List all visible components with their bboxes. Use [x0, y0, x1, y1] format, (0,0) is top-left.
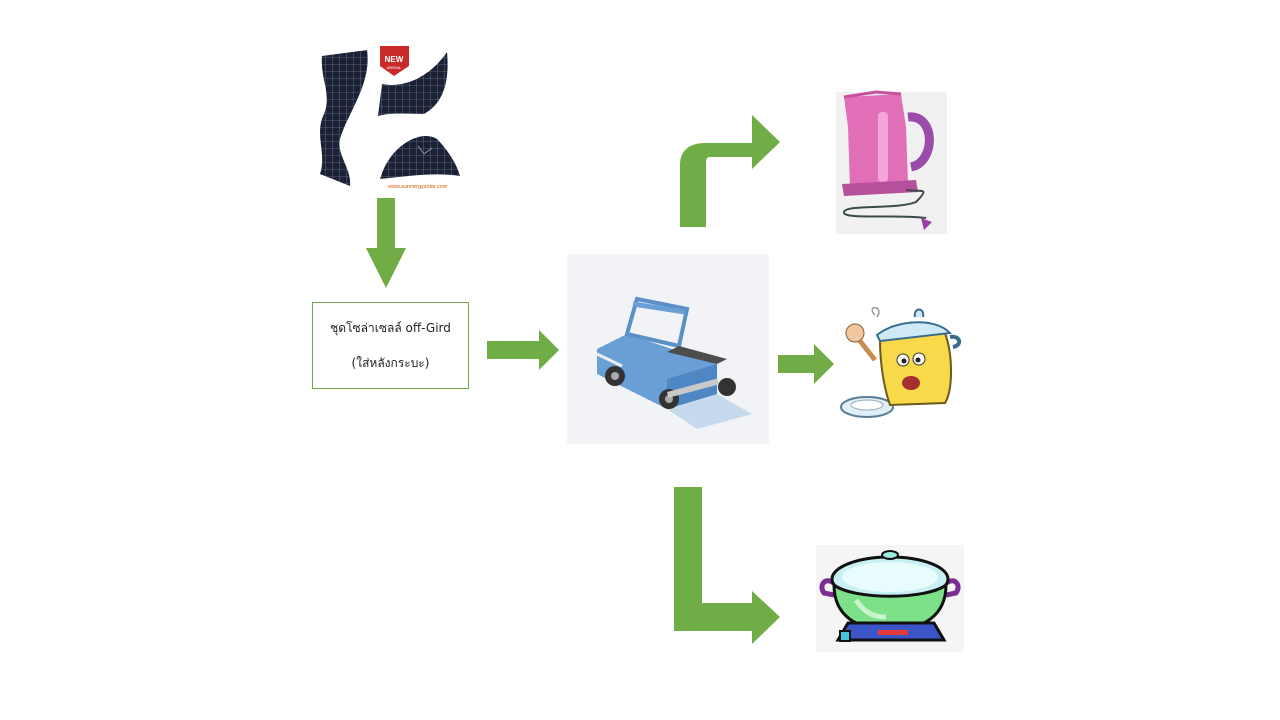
- electric-pot-icon: [816, 545, 964, 652]
- badge-bottom-text: ARRIVAL: [387, 66, 402, 70]
- solar-panel-icon: NEW ARRIVAL www.sunnergysolar.com: [320, 46, 460, 190]
- arrow-right-to-truck: [487, 330, 559, 370]
- badge-top-text: NEW: [385, 55, 404, 64]
- pickup-truck-icon: [567, 254, 769, 444]
- offgrid-line1: ชุดโซล่าเซลล์ off-Gird: [330, 321, 451, 335]
- offgrid-solar-box: ชุดโซล่าเซลล์ off-Gird (ใส่หลังกระบะ): [312, 302, 469, 389]
- rice-cooker-icon: [840, 307, 962, 418]
- arrow-down-right-to-pot: [674, 487, 780, 644]
- solar-url-text: www.sunnergysolar.com: [387, 184, 448, 190]
- arrow-up-right-to-kettle: [680, 115, 780, 227]
- offgrid-line2: (ใส่หลังกระบะ): [351, 356, 430, 370]
- arrow-down: [366, 198, 406, 288]
- electric-kettle-icon: [836, 90, 947, 234]
- arrow-right-to-rice-cooker: [778, 344, 834, 384]
